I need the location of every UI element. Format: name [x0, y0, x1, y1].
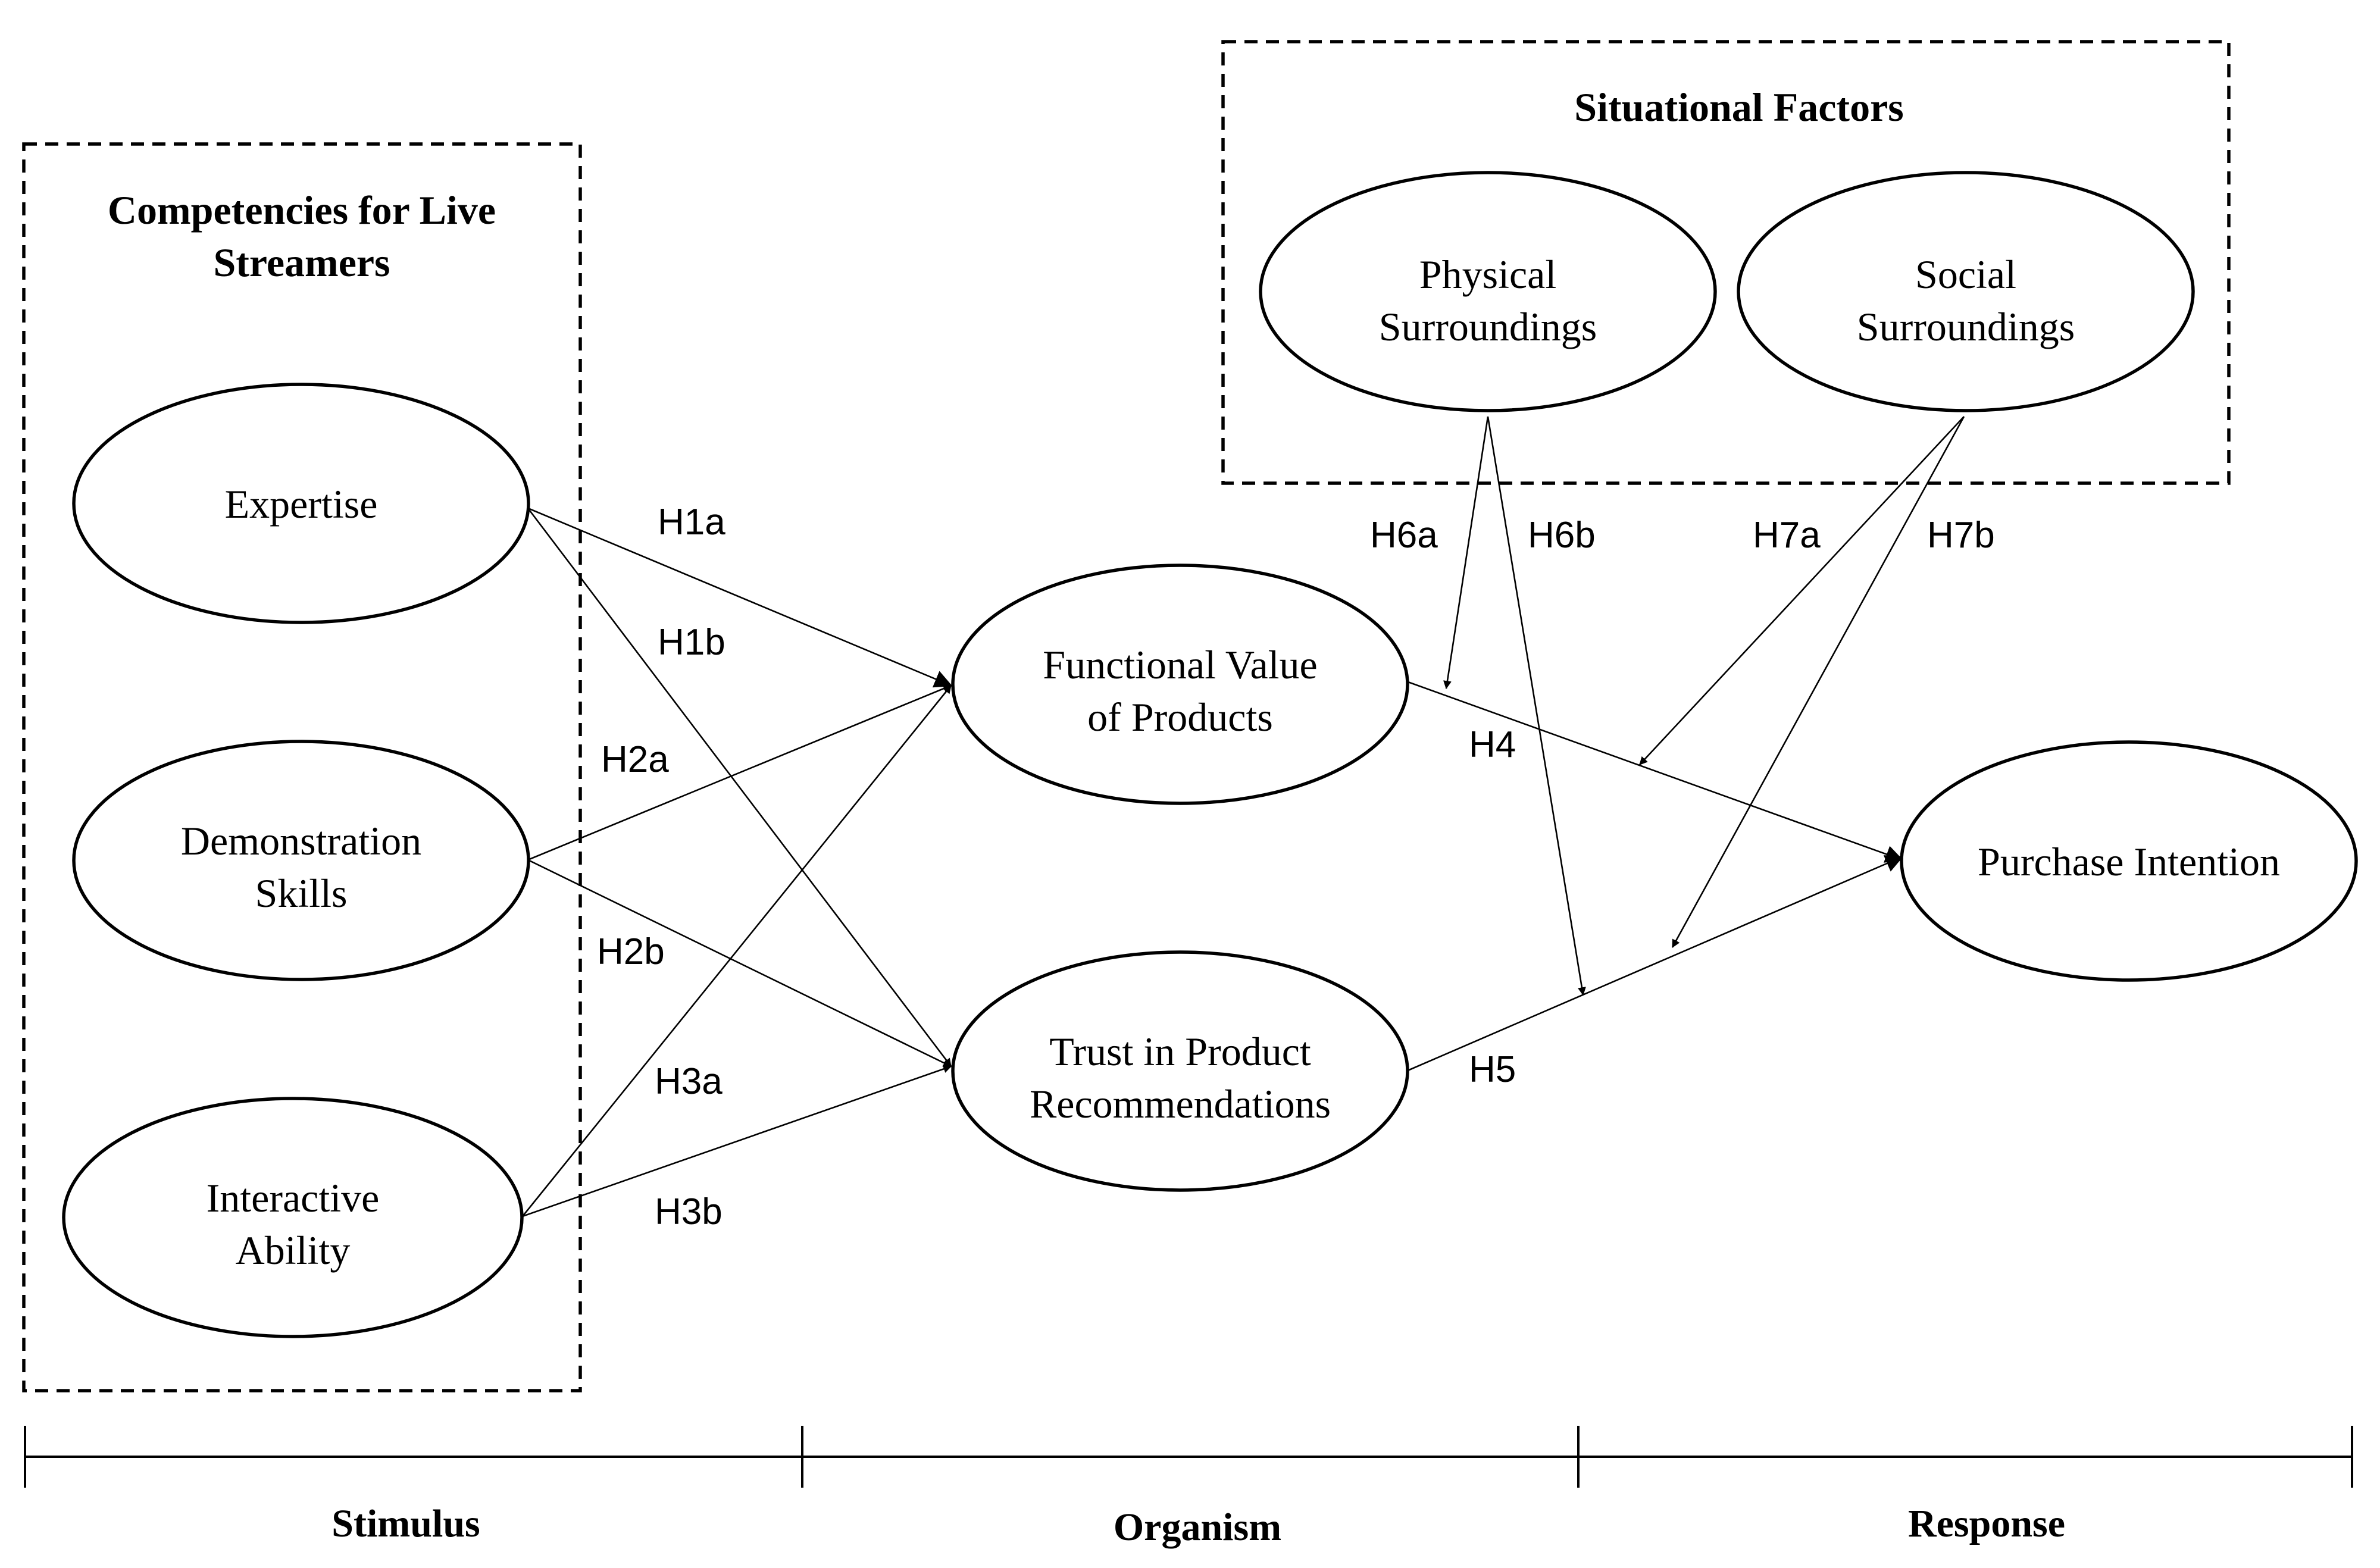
- node-functional-value: Functional Value of Products: [951, 564, 1409, 805]
- edge-h1b: [527, 508, 952, 1067]
- label-h7a: H7a: [1753, 515, 1821, 556]
- node-interactive-ability: Interactive Ability: [62, 1097, 524, 1338]
- edge-h7b: [1671, 416, 1965, 949]
- phase-label-organism: Organism: [1114, 1506, 1281, 1549]
- node-trust-label-line2: Recommendations: [1030, 1081, 1331, 1126]
- node-interactive-label-line2: Ability: [236, 1228, 351, 1273]
- node-physical-label-line1: Physical: [1419, 252, 1556, 297]
- node-social-surroundings: Social Surroundings: [1737, 171, 2195, 412]
- competencies-group-title-line2: Streamers: [213, 240, 390, 285]
- phase-axis: [24, 1426, 2353, 1488]
- node-purchase-intention: Purchase Intention: [1900, 740, 2358, 982]
- node-physical-label-line2: Surroundings: [1379, 304, 1597, 349]
- edge-h2a: [527, 684, 952, 861]
- node-demonstration-label-line2: Skills: [255, 871, 348, 916]
- node-social-label-line2: Surroundings: [1857, 304, 2075, 349]
- edge-h3a: [521, 685, 952, 1217]
- node-demonstration-skills: Demonstration Skills: [72, 740, 530, 981]
- label-h3a: H3a: [655, 1061, 723, 1102]
- situational-factors-group-title: Situational Factors: [1574, 84, 1903, 130]
- node-expertise-label: Expertise: [225, 481, 378, 527]
- edge-h2b: [527, 859, 952, 1068]
- edge-h6a: [1443, 416, 1489, 690]
- node-functional-label-line1: Functional Value: [1043, 642, 1317, 687]
- edge-h7a: [1639, 416, 1965, 765]
- node-trust-label-line1: Trust in Product: [1049, 1029, 1311, 1074]
- label-h1b: H1b: [658, 622, 725, 663]
- phase-label-response: Response: [1908, 1502, 2065, 1545]
- node-physical-surroundings: Physical Surroundings: [1259, 171, 1717, 412]
- node-expertise: Expertise: [72, 383, 530, 624]
- edge-h3b: [522, 1065, 952, 1218]
- edge-h1a: [527, 507, 953, 688]
- label-h6b: H6b: [1528, 515, 1596, 556]
- node-trust: Trust in Product Recommendations: [951, 950, 1409, 1192]
- phase-label-stimulus: Stimulus: [331, 1502, 480, 1545]
- edge-h4: [1406, 680, 1904, 863]
- node-purchase-label: Purchase Intention: [1978, 839, 2280, 884]
- label-h2a: H2a: [601, 739, 669, 780]
- label-h3b: H3b: [655, 1191, 723, 1232]
- label-h2b: H2b: [597, 931, 665, 972]
- label-h1a: H1a: [658, 502, 725, 543]
- label-h5: H5: [1469, 1049, 1516, 1090]
- label-h6a: H6a: [1370, 515, 1438, 556]
- node-demonstration-label-line1: Demonstration: [181, 818, 421, 863]
- node-functional-label-line2: of Products: [1087, 694, 1273, 740]
- competencies-group-box: [22, 142, 582, 1392]
- edge-h6b: [1487, 416, 1586, 996]
- label-h7b: H7b: [1927, 515, 1995, 556]
- node-interactive-label-line1: Interactive: [207, 1175, 380, 1220]
- edge-h5: [1406, 855, 1904, 1072]
- label-h4: H4: [1469, 724, 1516, 765]
- situational-factors-group-box: [1221, 40, 2231, 485]
- competencies-group-title-line1: Competencies for Live: [108, 187, 496, 233]
- node-social-label-line1: Social: [1915, 252, 2016, 297]
